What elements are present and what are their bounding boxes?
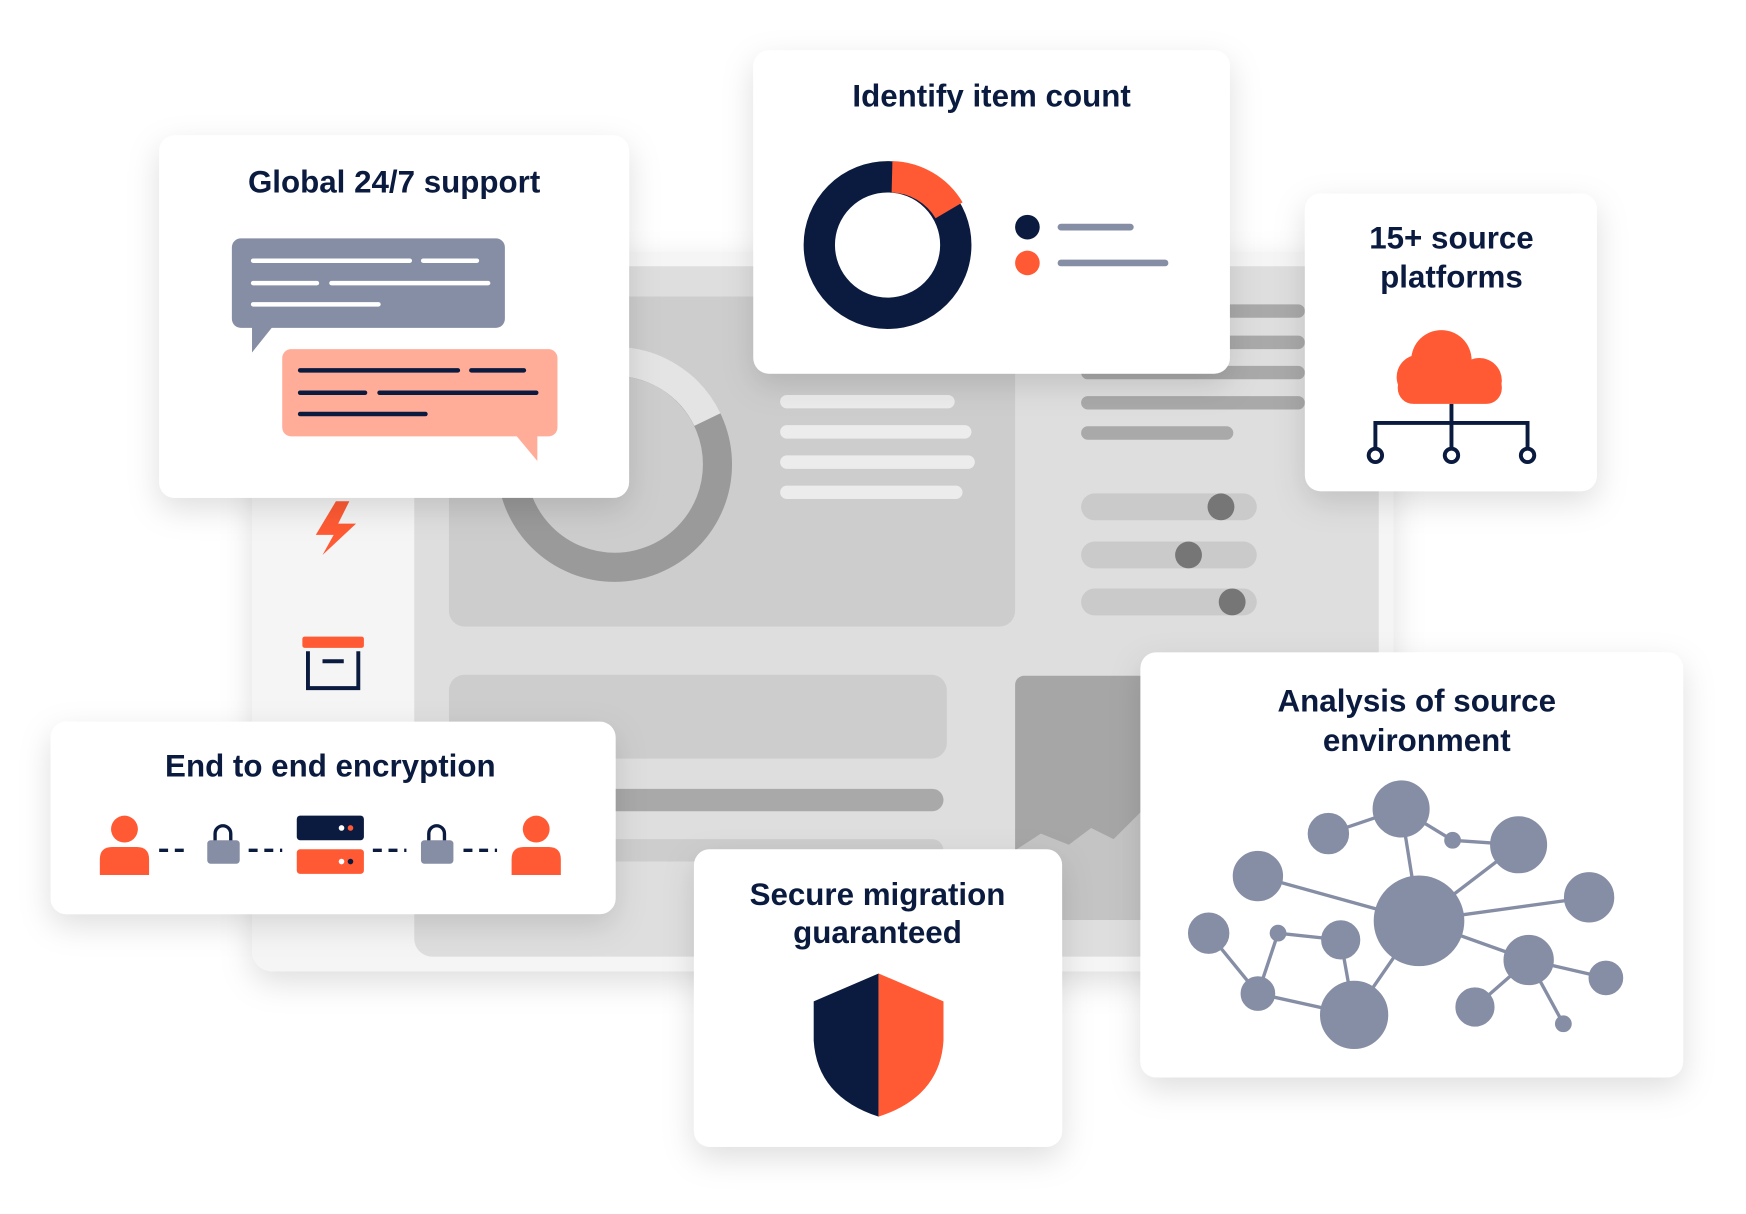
card-identify-item-count: Identify item count <box>753 50 1230 374</box>
card-secure-migration: Secure migration guaranteed <box>693 849 1063 1147</box>
card-title-line1: Secure migration <box>750 877 1006 912</box>
archive-box-icon <box>302 636 364 691</box>
user-icon <box>511 815 561 875</box>
lock-icon <box>207 824 240 864</box>
network-graph-icon <box>1187 780 1624 1049</box>
card-analysis-source-environment: Analysis of source environment <box>1140 652 1684 1078</box>
chat-bubbles-icon <box>231 238 558 461</box>
card-title: Identify item count <box>852 78 1131 113</box>
slider-3 <box>1081 588 1257 616</box>
card-title: Global 24/7 support <box>248 164 541 199</box>
card-title-line1: Analysis of source <box>1278 684 1556 719</box>
card-title: End to end encryption <box>165 749 496 784</box>
lock-icon <box>420 824 454 864</box>
card-title-line2: platforms <box>1380 260 1523 295</box>
card-title-line2: guaranteed <box>793 915 962 950</box>
slider-2 <box>1081 541 1257 569</box>
card-title-line1: 15+ source <box>1369 220 1534 255</box>
card-source-platforms: 15+ source platforms <box>1304 193 1597 492</box>
card-end-to-end-encryption: End to end encryption <box>50 721 616 915</box>
card-title-line2: environment <box>1323 723 1511 758</box>
cloud-network-icon <box>1366 330 1537 465</box>
donut-chart-icon <box>803 161 1169 329</box>
card-global-support: Global 24/7 support <box>159 135 630 498</box>
lightning-icon <box>315 501 357 555</box>
user-icon <box>99 815 150 875</box>
server-icon <box>296 815 364 874</box>
shield-icon <box>813 973 944 1117</box>
